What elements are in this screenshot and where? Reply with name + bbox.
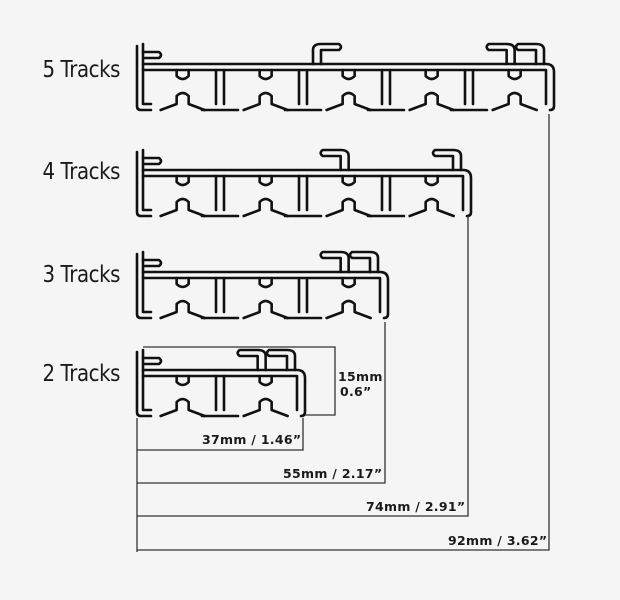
label-5-tracks: 5 Tracks — [42, 57, 121, 83]
label-2-tracks: 2 Tracks — [42, 361, 121, 387]
profile-4-tracks — [135, 148, 473, 218]
width-2-tracks: 37mm / 1.46” — [202, 432, 302, 447]
profile-3-tracks — [135, 250, 390, 320]
profile-5-tracks — [135, 42, 556, 112]
width-5-tracks: 92mm / 3.62” — [448, 533, 548, 548]
height-mm: 15mm — [338, 369, 383, 384]
label-3-tracks: 3 Tracks — [42, 262, 121, 288]
width-4-tracks: 74mm / 2.91” — [366, 499, 466, 514]
profile-2-tracks — [135, 348, 307, 418]
label-4-tracks: 4 Tracks — [42, 159, 121, 185]
height-inch: 0.6” — [340, 384, 372, 399]
width-3-tracks: 55mm / 2.17” — [283, 466, 383, 481]
